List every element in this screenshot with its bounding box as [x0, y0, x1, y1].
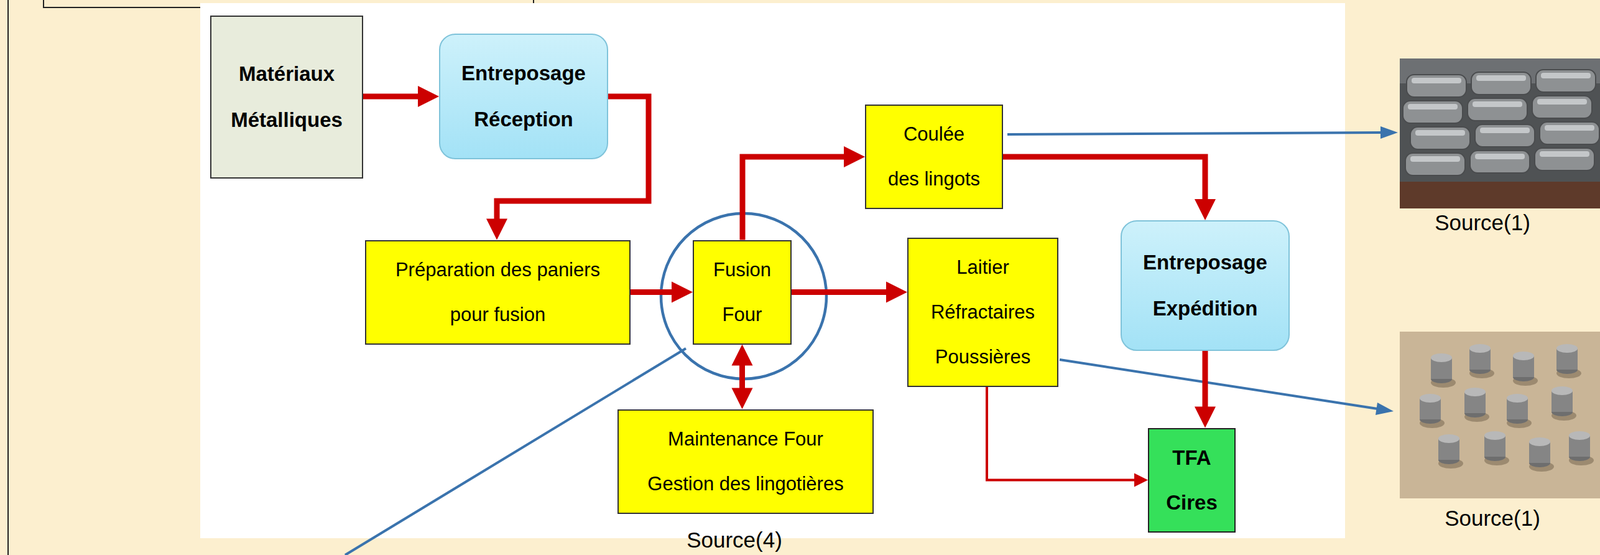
arrowhead [1194, 406, 1216, 428]
text-line: Entreposage [1142, 239, 1268, 286]
process-box: TFA Cires [1147, 427, 1236, 533]
arrowhead [731, 388, 754, 410]
text-line: pour fusion [395, 292, 601, 338]
box-text: Laitier Réfractaires Poussières [930, 245, 1035, 380]
text-line: Réfractaires [930, 289, 1035, 335]
text-line: Cires [1165, 480, 1218, 525]
arrowhead [1134, 473, 1148, 487]
arrowhead [486, 218, 508, 241]
source-label: Source(4) [672, 527, 797, 553]
process-box: Laitier Réfractaires Poussières [907, 237, 1059, 387]
text-line: Coulée [887, 111, 981, 157]
text-line: Entreposage [461, 50, 586, 97]
box-text: Préparation des paniers pour fusion [395, 247, 601, 338]
text-line: Métalliques [230, 97, 343, 144]
box-text: Fusion Four [713, 247, 772, 338]
flow-arrow [1003, 156, 1216, 221]
text-line: TFA [1165, 435, 1218, 481]
cylinder-photo [1399, 331, 1600, 499]
text-line: Expédition [1142, 285, 1268, 332]
arrowhead [731, 344, 754, 366]
process-box: Fusion Four [692, 240, 792, 345]
text-line: Poussières [930, 334, 1035, 380]
flow-arrow [791, 281, 908, 303]
source-label: Source(1) [1420, 210, 1545, 236]
process-box: Entreposage Réception [439, 33, 609, 160]
text-line: Réception [461, 96, 586, 143]
text-line: Préparation des paniers [395, 247, 601, 293]
box-text: Coulée des lingots [887, 111, 981, 202]
box-text: TFA Cires [1165, 435, 1218, 525]
leader-line [1059, 359, 1378, 409]
arrowhead [843, 146, 865, 168]
leader-arrowhead [1380, 126, 1398, 139]
text-line: Gestion des lingotières [647, 461, 844, 507]
source-label: Source(1) [1430, 505, 1555, 531]
process-box: Préparation des paniers pour fusion [365, 240, 631, 345]
flow-arrow [731, 344, 754, 410]
box-text: Maintenance Four Gestion des lingotières [647, 416, 844, 507]
flow-line [630, 289, 678, 295]
flow-line [363, 93, 425, 100]
white-panel [200, 3, 1346, 538]
arrowhead [1194, 198, 1216, 221]
leader-line [1007, 132, 1382, 135]
text-line: des lingots [887, 156, 981, 202]
process-box: Coulée des lingots [864, 104, 1004, 209]
process-box: Matériaux Métalliques [210, 15, 364, 179]
arrowhead [886, 281, 908, 303]
text-line: Four [713, 292, 772, 338]
ingot-photo [1399, 58, 1600, 209]
flow-arrow [363, 85, 440, 107]
text-line: Matériaux [230, 50, 343, 98]
flow-arrow [986, 386, 1148, 487]
flow-arrow [742, 146, 865, 241]
flow-line [791, 289, 893, 295]
box-text: Entreposage Expédition [1142, 239, 1268, 332]
flow-arrow [630, 281, 693, 303]
text-line: Maintenance Four [647, 416, 844, 462]
flow-arrow [1194, 350, 1216, 428]
arrowhead [417, 85, 440, 107]
flow-line [986, 386, 1139, 481]
process-box: Maintenance Four Gestion des lingotières [617, 409, 874, 514]
flow-line [1003, 156, 1206, 206]
arrowhead [671, 281, 693, 303]
process-box: Entreposage Expédition [1120, 220, 1290, 351]
box-text: Matériaux Métalliques [230, 50, 343, 144]
text-line: Laitier [930, 245, 1035, 290]
box-text: Entreposage Réception [461, 50, 586, 143]
flow-line [742, 156, 851, 241]
text-line: Fusion [713, 247, 772, 293]
frame-line [7, 0, 9, 555]
flow-line [1202, 350, 1209, 413]
leader-arrowhead [1375, 402, 1394, 415]
